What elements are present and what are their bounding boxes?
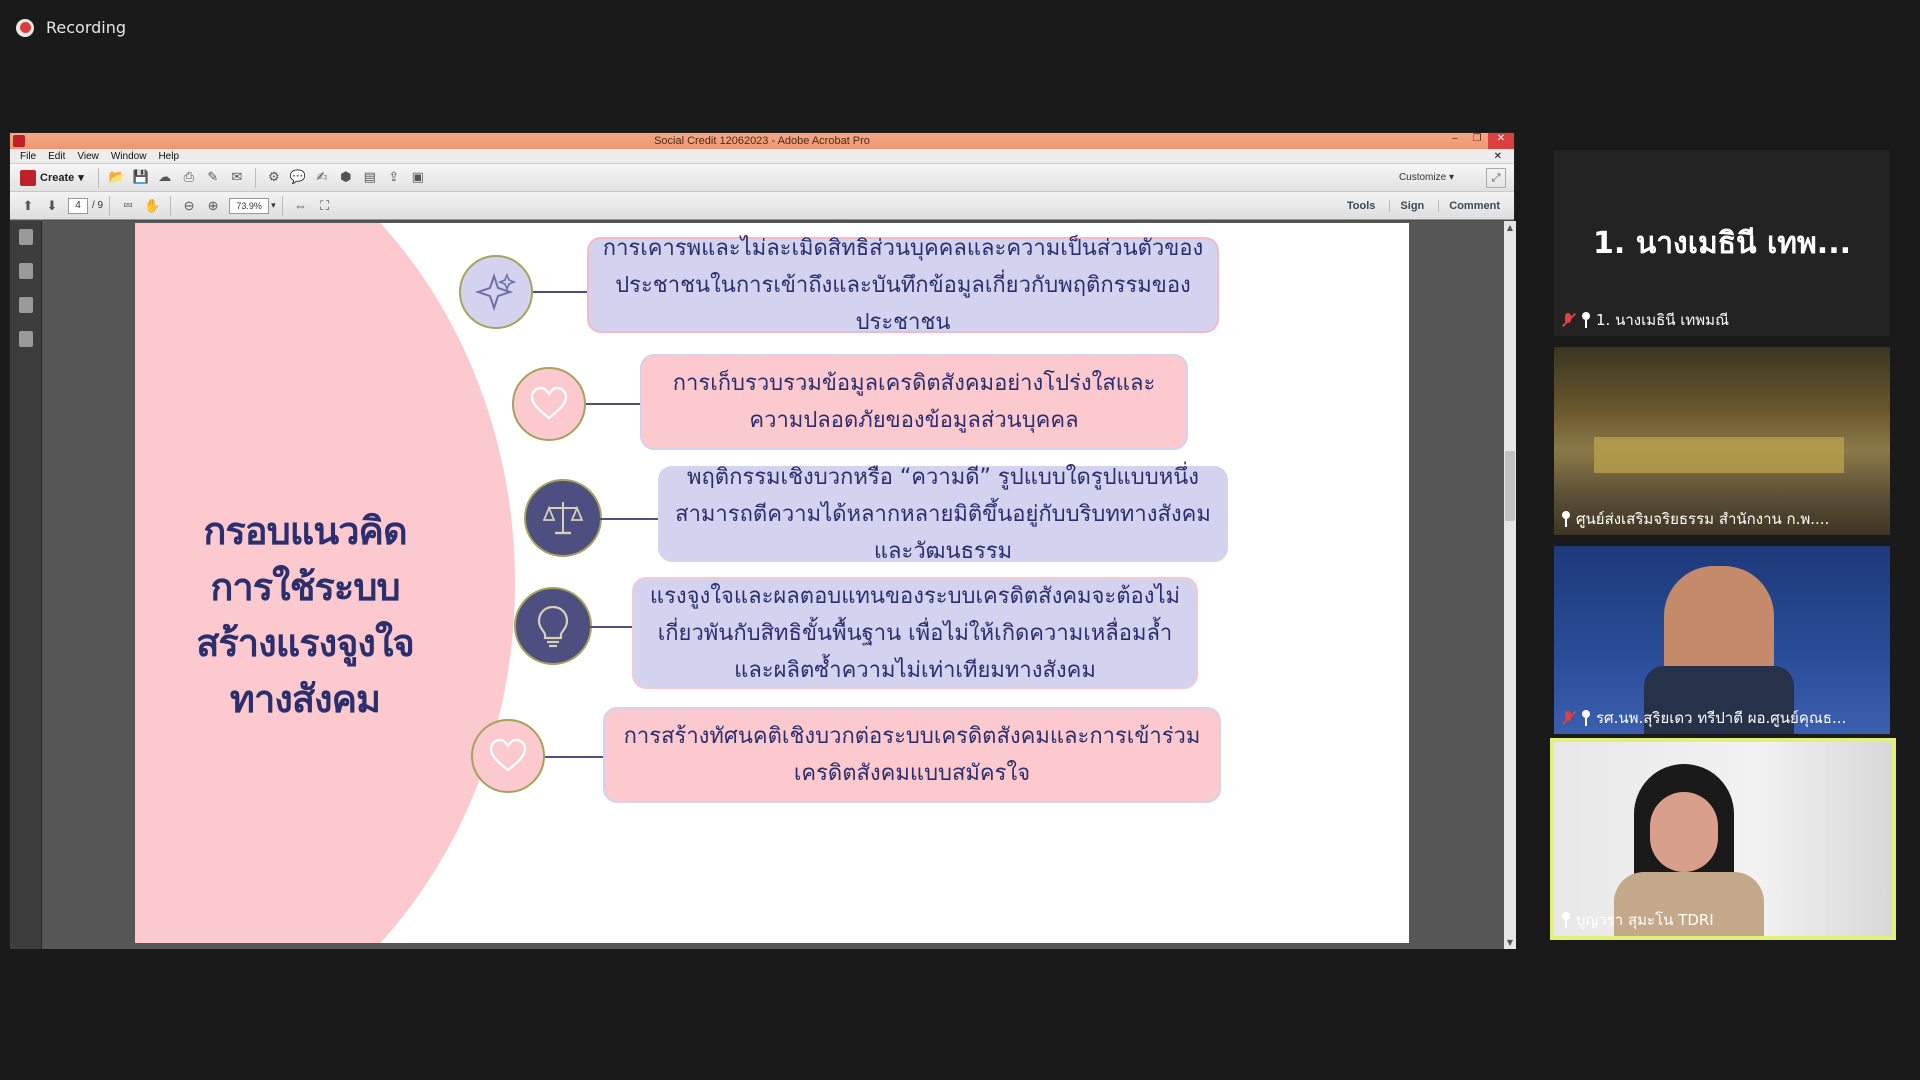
- export-icon[interactable]: ⇪: [388, 170, 400, 185]
- scroll-thumb[interactable]: [1505, 451, 1515, 521]
- settings-icon[interactable]: ⚙: [267, 170, 280, 185]
- create-button[interactable]: Create ▾: [18, 169, 92, 186]
- vertical-scrollbar[interactable]: ▲ ▼: [1504, 221, 1516, 949]
- mouse-cursor-icon: ➚: [564, 810, 576, 826]
- participant-tile[interactable]: รศ.นพ.สุริยเดว ทรีปาตี ผอ.ศูนย์คุณธ...: [1554, 546, 1890, 734]
- email-icon[interactable]: ✉: [231, 170, 243, 185]
- attachment-icon[interactable]: [18, 297, 33, 313]
- pages-icon[interactable]: [18, 229, 33, 245]
- save-icon[interactable]: 💾: [132, 170, 149, 185]
- pink-circle-background: [135, 223, 515, 943]
- sparkle-icon: [459, 255, 533, 329]
- minimize-icon[interactable]: –: [1452, 133, 1458, 144]
- highlight-icon[interactable]: ✍: [316, 170, 328, 185]
- navigation-toolbar: ⬆ ⬇ 4 / 9 ⮹ ✋ ⊖ ⊕ 73.9% ▾ ⇔ ⛶ Tools Sign…: [10, 192, 1514, 220]
- customize-dropdown[interactable]: Customize ▾: [1398, 172, 1454, 183]
- restore-icon[interactable]: ❐: [1472, 133, 1482, 144]
- bookmark-icon[interactable]: [18, 263, 33, 279]
- slide-title: กรอบแนวคิด การใช้ระบบ สร้างแรงจูงใจ ทางส…: [196, 509, 415, 721]
- mic-muted-icon: [1560, 710, 1576, 726]
- recording-indicator: Recording: [16, 18, 126, 37]
- cloud-upload-icon[interactable]: ☁: [158, 170, 172, 185]
- open-folder-icon[interactable]: 📂: [108, 170, 125, 185]
- menu-edit[interactable]: Edit: [48, 150, 66, 162]
- close-icon[interactable]: ✕: [1488, 133, 1514, 149]
- previous-page-icon[interactable]: ⬆: [22, 197, 34, 213]
- select-tool-icon[interactable]: ⮹: [122, 197, 134, 213]
- window-title: Social Credit 12062023 - Adobe Acrobat P…: [654, 135, 870, 147]
- scroll-up-icon[interactable]: ▲: [1506, 223, 1514, 232]
- recording-label: Recording: [46, 18, 127, 37]
- connector-line: [600, 518, 658, 520]
- print-icon[interactable]: ⎙: [183, 170, 194, 185]
- active-speaker-tile[interactable]: บูญวรา สุมะโน TDRI: [1550, 738, 1896, 940]
- expand-icon[interactable]: ⤢: [1486, 167, 1506, 188]
- page-total: / 9: [92, 200, 104, 211]
- navigation-panel: [10, 221, 42, 949]
- comment-link[interactable]: Comment: [1438, 199, 1504, 212]
- menu-window[interactable]: Window: [110, 150, 147, 162]
- principle-box-3: พฤติกรรมเชิงบวกหรือ “ความดี” รูปแบบใดรูป…: [658, 465, 1228, 564]
- scale-icon: [524, 479, 602, 557]
- signature-icon[interactable]: [18, 331, 33, 347]
- next-page-icon[interactable]: ⬇: [46, 197, 58, 213]
- principle-box-2: การเก็บรวบรวมข้อมูลเครดิตสังคมอย่างโปร่ง…: [640, 354, 1188, 450]
- scroll-down-icon[interactable]: ▼: [1506, 938, 1514, 947]
- pdf-icon[interactable]: ▣: [411, 170, 424, 185]
- connector-line: [545, 756, 603, 758]
- participant-name: ศูนย์ส่งเสริมจริยธรรม สำนักงาน ก.พ....: [1576, 510, 1830, 528]
- document-area: กรอบแนวคิด การใช้ระบบ สร้างแรงจูงใจ ทางส…: [10, 221, 1516, 949]
- connector-line: [590, 626, 632, 628]
- connector-line: [533, 291, 587, 293]
- create-label: Create: [40, 171, 75, 184]
- acrobat-app-icon: [13, 135, 25, 147]
- heart-icon: [512, 367, 586, 441]
- pin-icon: [1560, 912, 1572, 928]
- zoom-out-icon[interactable]: ⊖: [183, 197, 195, 213]
- edit-icon[interactable]: ✎: [207, 170, 219, 185]
- heart-icon: [471, 719, 545, 793]
- sign-link[interactable]: Sign: [1389, 199, 1428, 212]
- menu-view[interactable]: View: [77, 150, 99, 162]
- create-icon: [20, 169, 36, 186]
- pin-icon: [1580, 710, 1592, 726]
- hand-tool-icon[interactable]: ✋: [144, 197, 161, 213]
- participant-display-name: 1. นางเมธินี เทพ...: [1592, 226, 1851, 261]
- page-number-input[interactable]: 4: [68, 197, 88, 214]
- zoom-dropdown-icon[interactable]: ▾: [271, 200, 276, 210]
- tools-link[interactable]: Tools: [1346, 199, 1376, 212]
- document-icon[interactable]: ▤: [363, 170, 376, 185]
- record-icon: [16, 18, 34, 37]
- lightbulb-icon: [514, 587, 592, 665]
- connector-line: [586, 403, 640, 405]
- chevron-down-icon: ▾: [78, 172, 84, 184]
- principle-box-1: การเคารพและไม่ละเมิดสิทธิส่วนบุคคลและควา…: [587, 236, 1219, 335]
- comment-bubble-icon[interactable]: 💬: [289, 170, 306, 185]
- stamp-icon[interactable]: ⬢: [340, 170, 352, 185]
- zoom-in-icon[interactable]: ⊕: [207, 197, 219, 213]
- principle-box-5: การสร้างทัศนคติเชิงบวกต่อระบบเครดิตสังคม…: [603, 707, 1221, 803]
- menu-help[interactable]: Help: [158, 150, 180, 162]
- pin-icon: [1560, 511, 1572, 527]
- participants-panel: 1. นางเมธินี เทพ... 1. นางเมธินี เทพมณี …: [1550, 148, 1896, 940]
- participant-tile[interactable]: ศูนย์ส่งเสริมจริยธรรม สำนักงาน ก.พ....: [1554, 347, 1890, 535]
- main-toolbar: Create ▾ 📂 💾 ☁ ⎙ ✎ ✉ ⚙ 💬 ✍ ⬢ ▤ ⇪ ▣ Custo…: [10, 164, 1514, 192]
- participant-name: 1. นางเมธินี เทพมณี: [1596, 311, 1729, 329]
- participant-name: บูญวรา สุมะโน TDRI: [1576, 911, 1714, 929]
- pin-icon: [1580, 312, 1592, 328]
- video-frame-conference-table: [1594, 437, 1844, 473]
- menu-bar: File Edit View Window Help ✕: [10, 149, 1514, 164]
- mic-muted-icon: [1560, 312, 1576, 328]
- title-bar: Social Credit 12062023 - Adobe Acrobat P…: [10, 133, 1514, 149]
- menu-file[interactable]: File: [20, 150, 37, 162]
- fit-page-icon[interactable]: ⛶: [320, 197, 330, 213]
- participant-tile[interactable]: 1. นางเมธินี เทพ... 1. นางเมธินี เทพมณี: [1554, 150, 1890, 336]
- pdf-page: กรอบแนวคิด การใช้ระบบ สร้างแรงจูงใจ ทางส…: [135, 223, 1409, 943]
- document-close-icon[interactable]: ✕: [1493, 150, 1502, 162]
- principle-box-4: แรงจูงใจและผลตอบแทนของระบบเครดิตสังคมจะต…: [632, 577, 1198, 689]
- zoom-level-input[interactable]: 73.9%: [229, 197, 270, 214]
- participant-name: รศ.นพ.สุริยเดว ทรีปาตี ผอ.ศูนย์คุณธ...: [1596, 709, 1847, 727]
- acrobat-window: Social Credit 12062023 - Adobe Acrobat P…: [9, 132, 1516, 949]
- fit-width-icon[interactable]: ⇔: [294, 198, 308, 213]
